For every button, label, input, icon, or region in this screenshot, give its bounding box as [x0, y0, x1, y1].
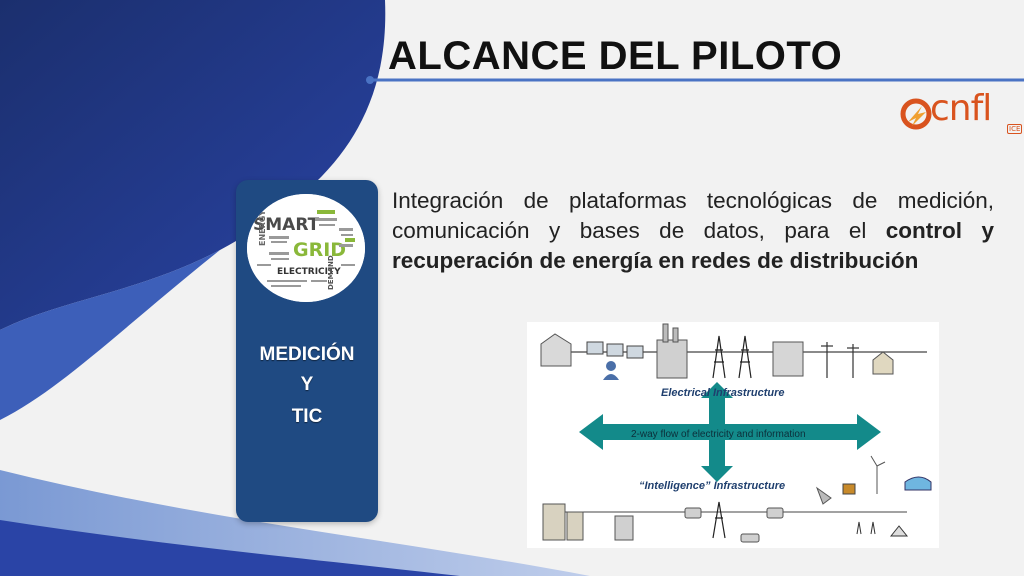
two-way-arrow-icon: [579, 382, 881, 482]
diagram-graphics: [540, 323, 932, 543]
wordcloud-word: ENERGY: [258, 210, 267, 246]
wordcloud-word: DEMAND: [327, 255, 335, 290]
smart-grid-wordcloud-image: SMART GRID ELECTRICITY DEMAND ENERGY: [247, 194, 365, 302]
radio-tower-icon: [712, 501, 726, 539]
power-plant-icon: [656, 323, 688, 379]
description-plain: Integración de plataformas tecnológicas …: [392, 188, 994, 243]
server-icon: [542, 503, 634, 541]
wireless-sensor-icon: [856, 521, 909, 537]
two-way-flow-label: 2-way flow of electricity and informatio…: [631, 429, 806, 440]
card-label-y: Y: [300, 374, 314, 395]
card-label-tic: TIC: [291, 406, 323, 427]
house-icon: [872, 351, 894, 375]
building-icon: [540, 333, 572, 367]
smart-device-icon: [815, 476, 932, 505]
wordcloud-word: ELECTRICITY: [277, 267, 341, 277]
title-underline: [366, 76, 1024, 84]
logo-text: cnfl: [930, 88, 992, 129]
computer-icon: [586, 341, 644, 359]
intelligence-infrastructure-label: “Intelligence” Infrastructure: [639, 480, 786, 492]
user-icon: [603, 361, 619, 380]
wordcloud-word: SMART: [253, 215, 320, 235]
card-label-medicion: MEDICIÓN: [259, 344, 355, 365]
wind-turbine-icon: [870, 455, 886, 494]
electrical-infrastructure-label: Electrical Infrastructure: [661, 387, 785, 399]
meter-icon: [684, 507, 784, 543]
description-bold: control y recuperación de energía en red…: [392, 218, 994, 273]
smart-grid-diagram: Electrical Infrastructure 2-way flow of …: [527, 322, 939, 548]
cnfl-logo-icon: [900, 98, 932, 130]
wordcloud-word: GRID: [293, 239, 346, 261]
logo-sub: ICE: [1007, 124, 1023, 134]
page-title: ALCANCE DEL PILOTO: [388, 34, 843, 78]
transmission-tower-icon: [712, 335, 752, 379]
utility-pole-icon: [821, 342, 859, 378]
substation-icon: [772, 341, 804, 377]
medicion-card: SMART GRID ELECTRICITY DEMAND ENERGY MED…: [236, 180, 378, 522]
description-text: Integración de plataformas tecnológicas …: [392, 186, 994, 276]
